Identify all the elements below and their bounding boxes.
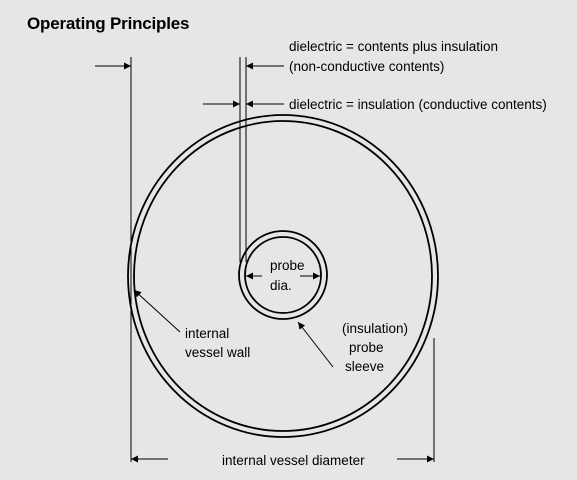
label-dielectric-nonconductive-line1: dielectric = contents plus insulation	[289, 39, 498, 54]
label-sleeve-line2: probe	[349, 340, 384, 355]
label-probe-line2: dia.	[270, 278, 292, 293]
vessel-outer-wall	[127, 114, 439, 438]
leader-probe-sleeve	[297, 321, 334, 368]
label-vessel-wall-line2: vessel wall	[185, 345, 250, 360]
probe-sleeve-circle	[238, 230, 328, 320]
label-dielectric-conductive: dielectric = insulation (conductive cont…	[289, 97, 547, 112]
leader-vessel-wall	[133, 289, 181, 333]
label-sleeve-line1: (insulation)	[342, 321, 408, 336]
label-probe-line1: probe	[270, 258, 305, 273]
page-title: Operating Principles	[27, 14, 190, 33]
label-dielectric-nonconductive-line2: (non-conductive contents)	[289, 59, 444, 74]
probe-circle	[244, 236, 322, 314]
label-sleeve-line3: sleeve	[345, 359, 384, 374]
label-vessel-wall-line1: internal	[185, 326, 229, 341]
label-vessel-diameter: internal vessel diameter	[222, 453, 365, 468]
vessel-inner-wall	[133, 120, 433, 432]
